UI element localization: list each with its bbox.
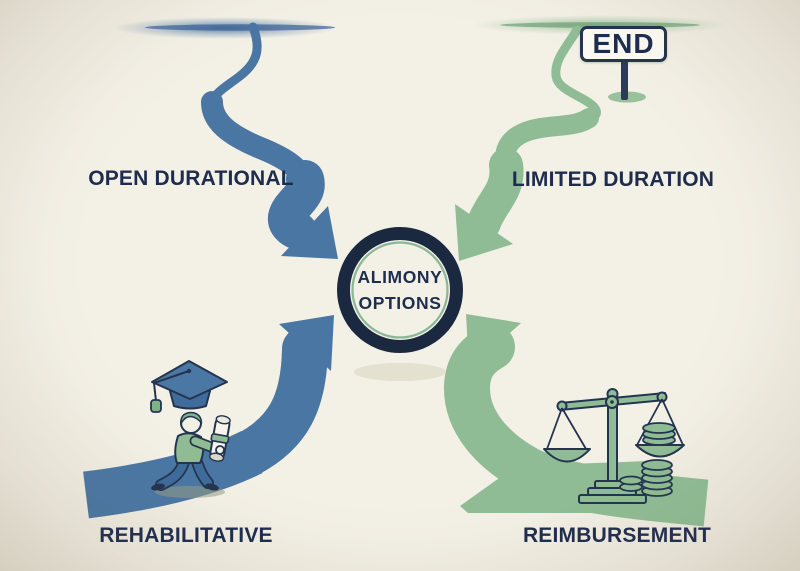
person-shadow — [155, 486, 225, 498]
left-pan — [543, 448, 591, 463]
central-circle — [337, 227, 463, 381]
graduate-person-icon — [151, 411, 231, 498]
arrowhead-limited-duration — [455, 204, 513, 261]
tassel-end — [150, 399, 162, 413]
blue-horizon-haze — [113, 17, 337, 39]
coin-stack-icon — [619, 459, 673, 497]
label-rehabilitative: REHABILITATIVE — [99, 524, 273, 547]
cap-button — [186, 368, 192, 374]
back-leg — [156, 457, 189, 490]
end-sign-icon: END — [580, 26, 667, 62]
end-sign-text: END — [592, 28, 655, 59]
center-title: ALIMONY OPTIONS — [335, 264, 465, 317]
scale-base — [578, 480, 647, 504]
tassel-cord — [153, 370, 190, 402]
scale-pole — [607, 395, 618, 489]
right-strings — [636, 398, 684, 446]
center-title-line2: OPTIONS — [358, 293, 442, 313]
end-sign-post — [621, 60, 628, 100]
circle-ring-navy — [337, 227, 463, 353]
circle-ring-green — [351, 241, 449, 339]
hand — [215, 445, 225, 455]
right-pan — [635, 444, 685, 458]
mortarboard — [151, 360, 228, 400]
arrowhead-reimbursement — [466, 314, 521, 370]
label-reimbursement: REIMBURSEMENT — [522, 524, 712, 547]
front-leg — [192, 457, 213, 488]
coins-on-pan — [642, 422, 676, 446]
path-arrow-rehabilitative — [83, 315, 334, 519]
circle-shadow — [354, 363, 446, 381]
back-foot — [151, 483, 165, 491]
label-limited-duration: LIMITED DURATION — [511, 168, 715, 191]
path-arrow-limited-duration — [455, 25, 601, 261]
scales-of-justice-icon — [543, 388, 685, 504]
left-strings — [546, 407, 587, 450]
center-title-line1: ALIMONY — [357, 266, 443, 287]
arrowhead-open-durational — [281, 206, 338, 259]
arrowhead-rehabilitative — [279, 315, 334, 371]
graduation-cap-icon — [150, 360, 228, 413]
front-foot — [205, 483, 219, 491]
hair — [180, 411, 203, 425]
label-open-durational: OPEN DURATIONAL — [88, 167, 294, 190]
path-arrow-open-durational — [201, 22, 338, 259]
